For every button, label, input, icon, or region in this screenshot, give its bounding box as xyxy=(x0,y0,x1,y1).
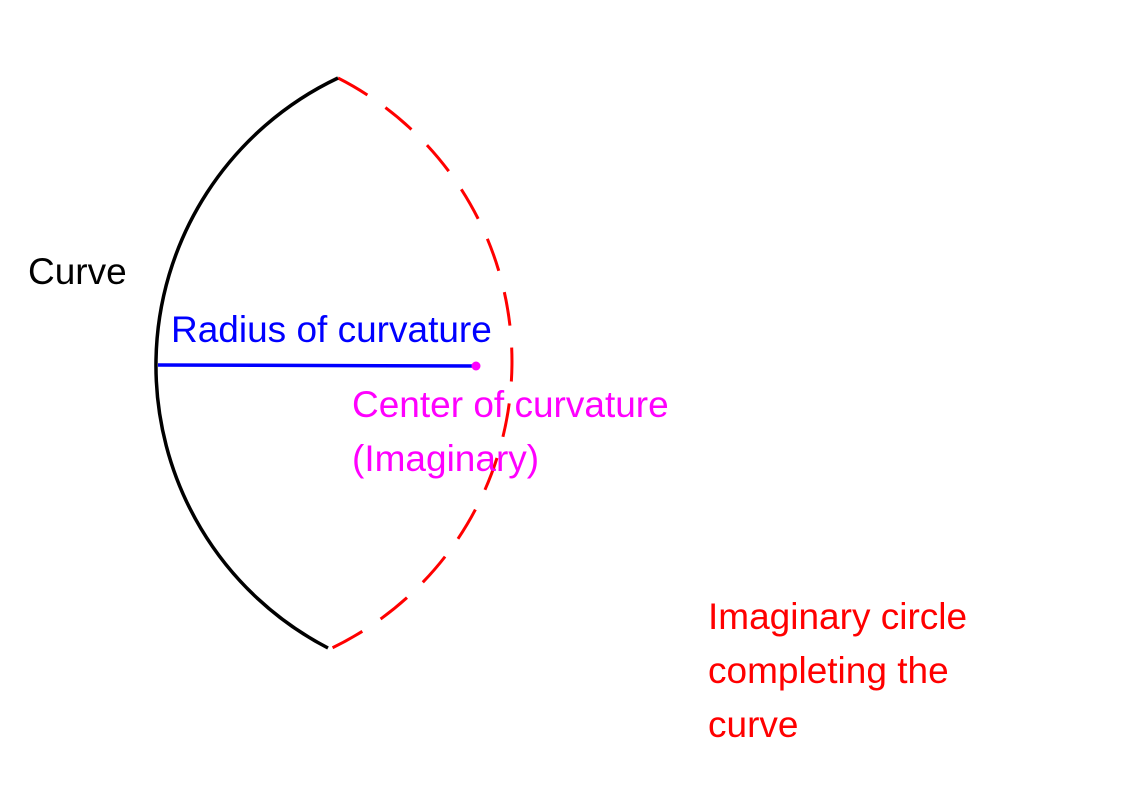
imaginary-circle-arc xyxy=(331,76,514,650)
curve-arc xyxy=(154,76,339,650)
circle-label-line-3: curve xyxy=(708,704,799,745)
center-label: Center of curvature (Imaginary) xyxy=(352,378,669,486)
imaginary-circle-label: Imaginary circle completing the curve xyxy=(708,590,967,752)
center-label-line-1: Center of curvature xyxy=(352,384,669,425)
radius-line xyxy=(157,363,477,368)
circle-label-line-2: completing the xyxy=(708,650,949,691)
center-point xyxy=(471,361,481,371)
circle-label-line-1: Imaginary circle xyxy=(708,596,968,637)
curve-label: Curve xyxy=(28,251,127,292)
radius-label: Radius of curvature xyxy=(171,309,492,350)
center-label-line-2: (Imaginary) xyxy=(352,438,540,479)
